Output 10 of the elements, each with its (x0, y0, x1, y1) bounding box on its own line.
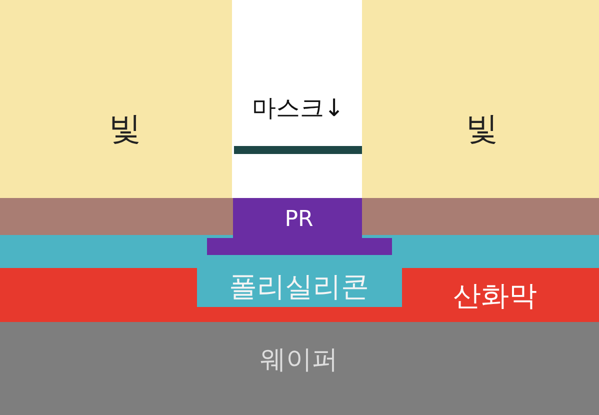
light-region (362, 0, 599, 198)
oxide-label: 산화막 (453, 282, 537, 310)
wafer-layer (0, 322, 599, 415)
wafer-label: 웨이퍼 (260, 347, 338, 373)
light-region (0, 0, 232, 198)
mask-label: 마스크↓ (252, 96, 344, 120)
polysilicon-label: 폴리실리콘 (229, 273, 369, 301)
light-label: 빛 (466, 112, 498, 144)
pr-label: PR (284, 209, 314, 231)
light-label: 빛 (109, 112, 141, 144)
